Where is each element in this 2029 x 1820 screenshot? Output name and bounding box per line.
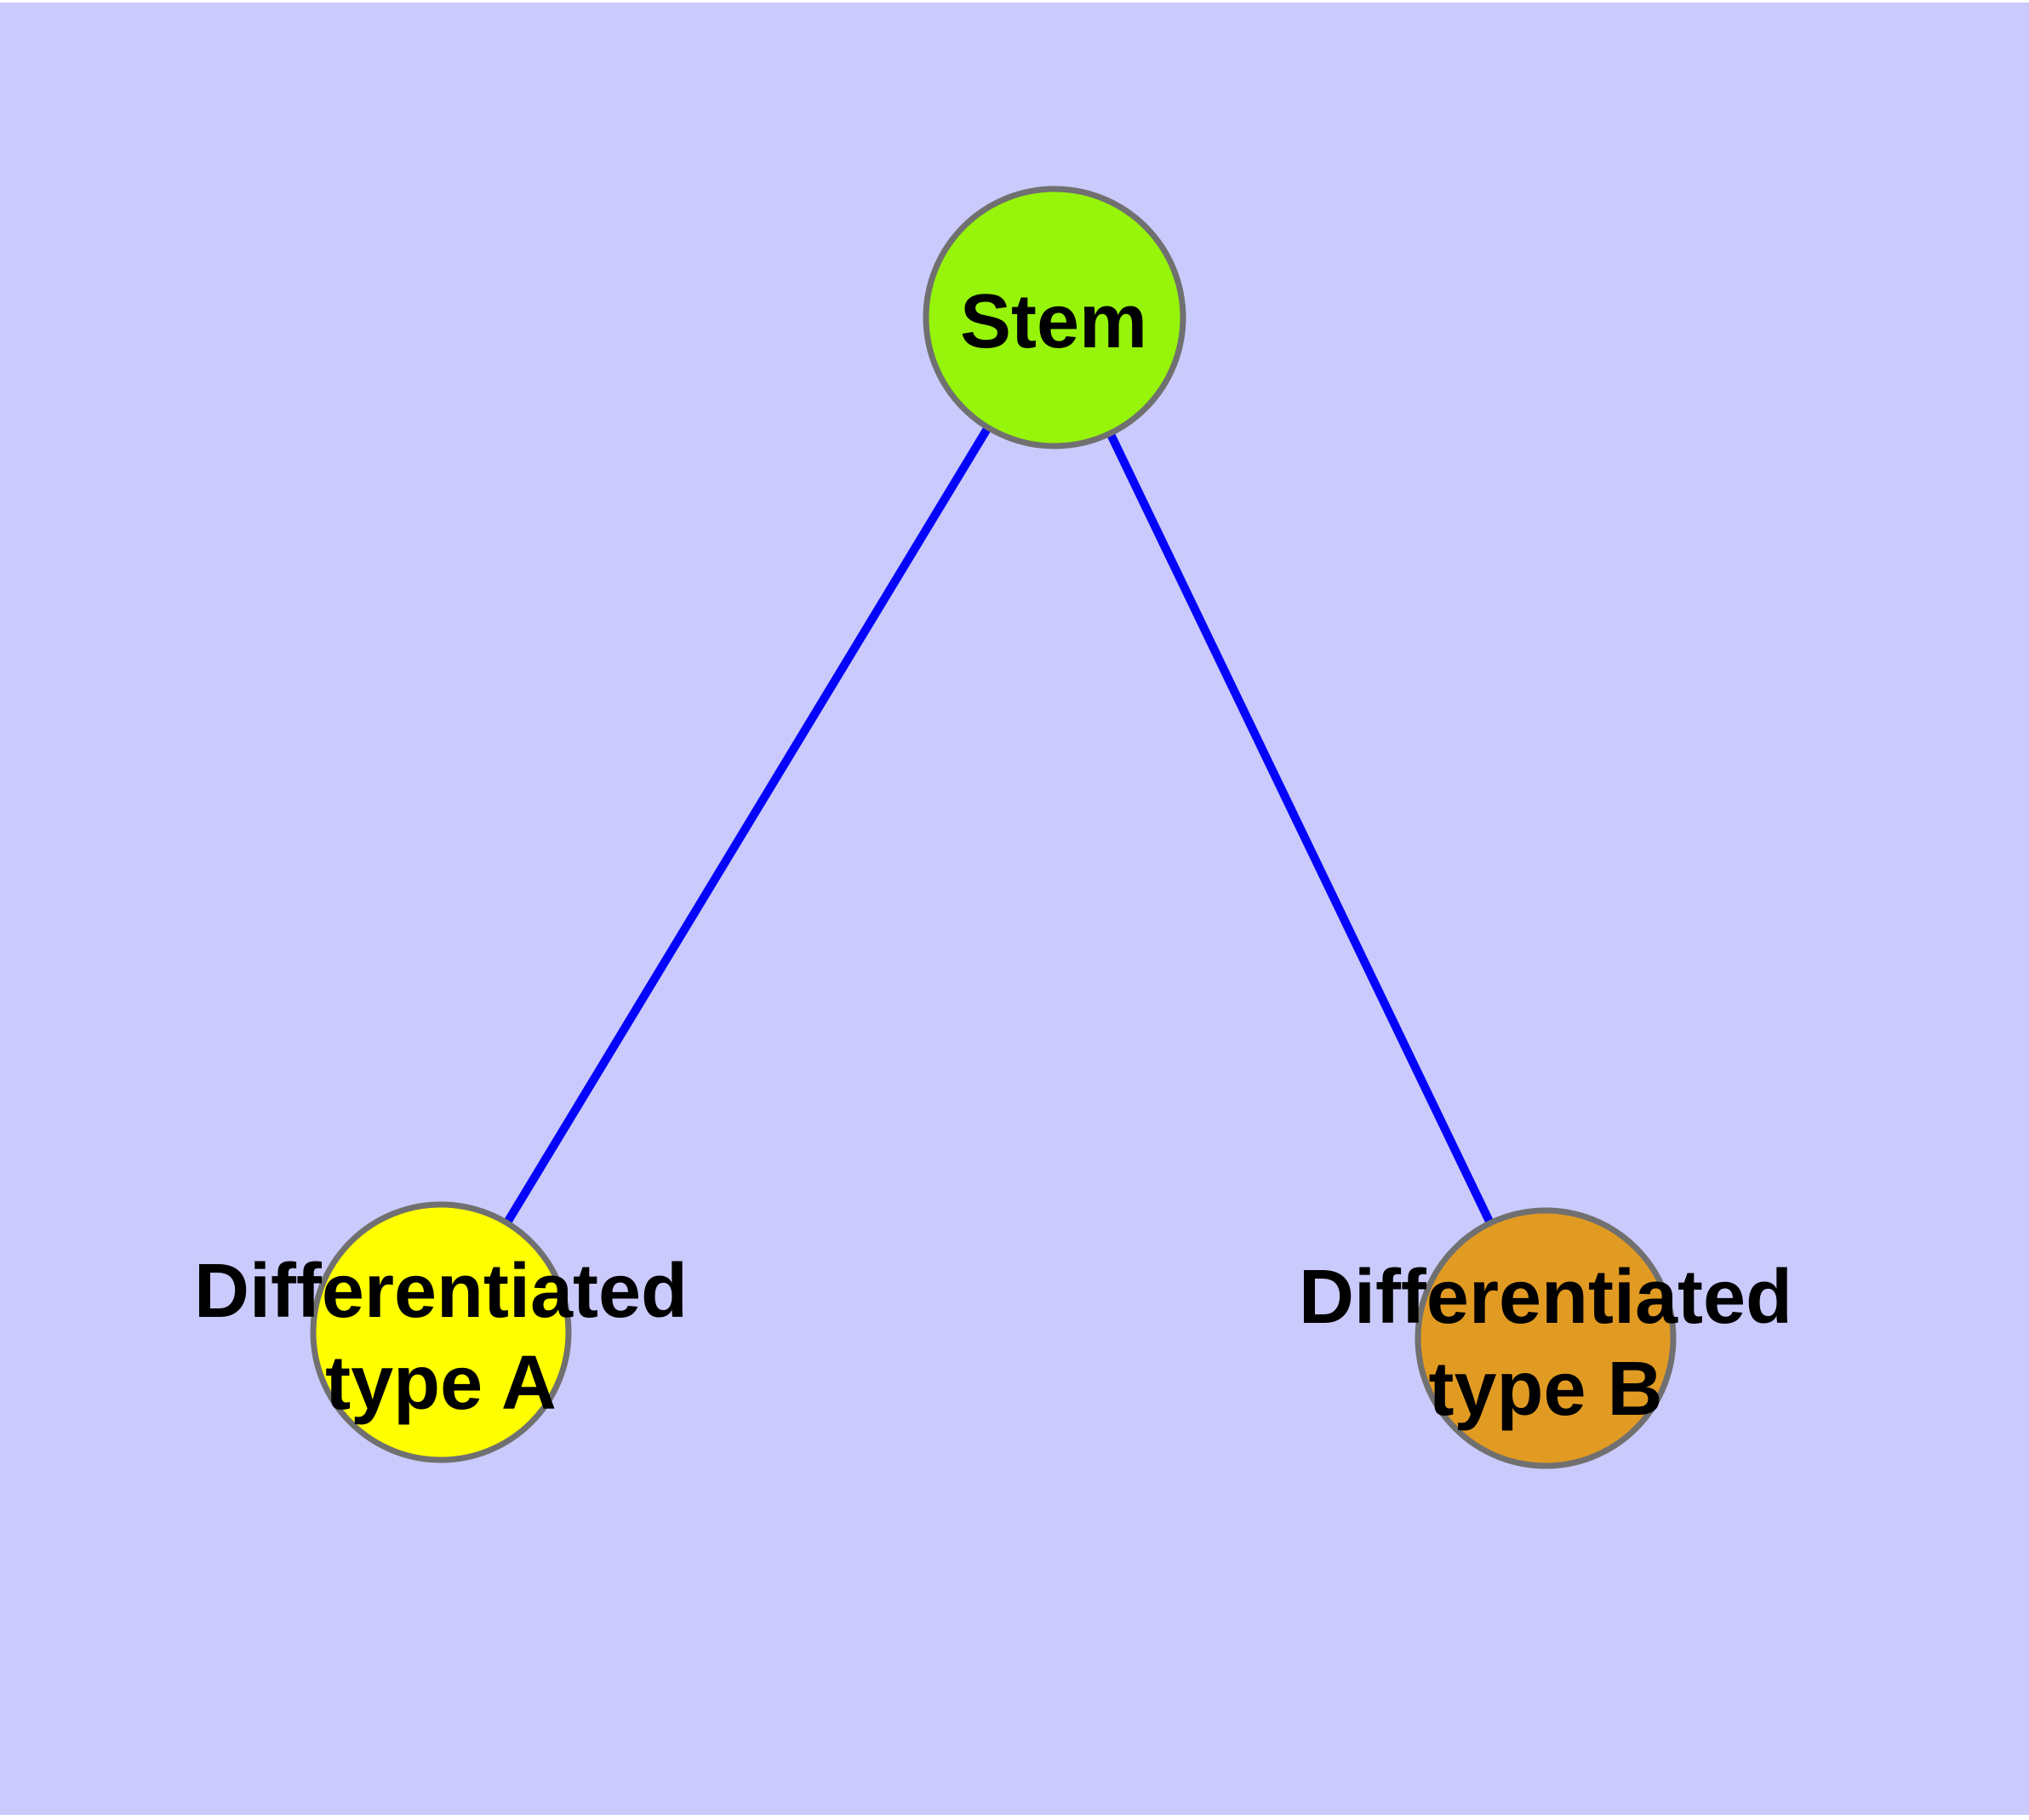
node-differentiated-type-b-circle [1415, 1207, 1677, 1469]
node-stem-circle [923, 186, 1186, 449]
edge-stem-to-type-b [1050, 315, 1550, 1341]
node-differentiated-type-a: Differentiated type A [194, 1201, 688, 1463]
node-stem-label: Stem [960, 279, 1147, 364]
node-stem: Stem [923, 186, 1186, 449]
node-differentiated-type-a-label-line1: Differentiated [194, 1249, 688, 1334]
node-differentiated-type-b: Differentiated type B [1299, 1207, 1792, 1469]
edge-stem-to-type-a [437, 315, 1059, 1335]
node-differentiated-type-b-label-line1: Differentiated [1299, 1255, 1792, 1340]
node-differentiated-type-a-circle [310, 1201, 572, 1463]
node-differentiated-type-b-label-line2: type B [1428, 1347, 1662, 1432]
node-differentiated-type-a-label-line2: type A [325, 1341, 557, 1426]
